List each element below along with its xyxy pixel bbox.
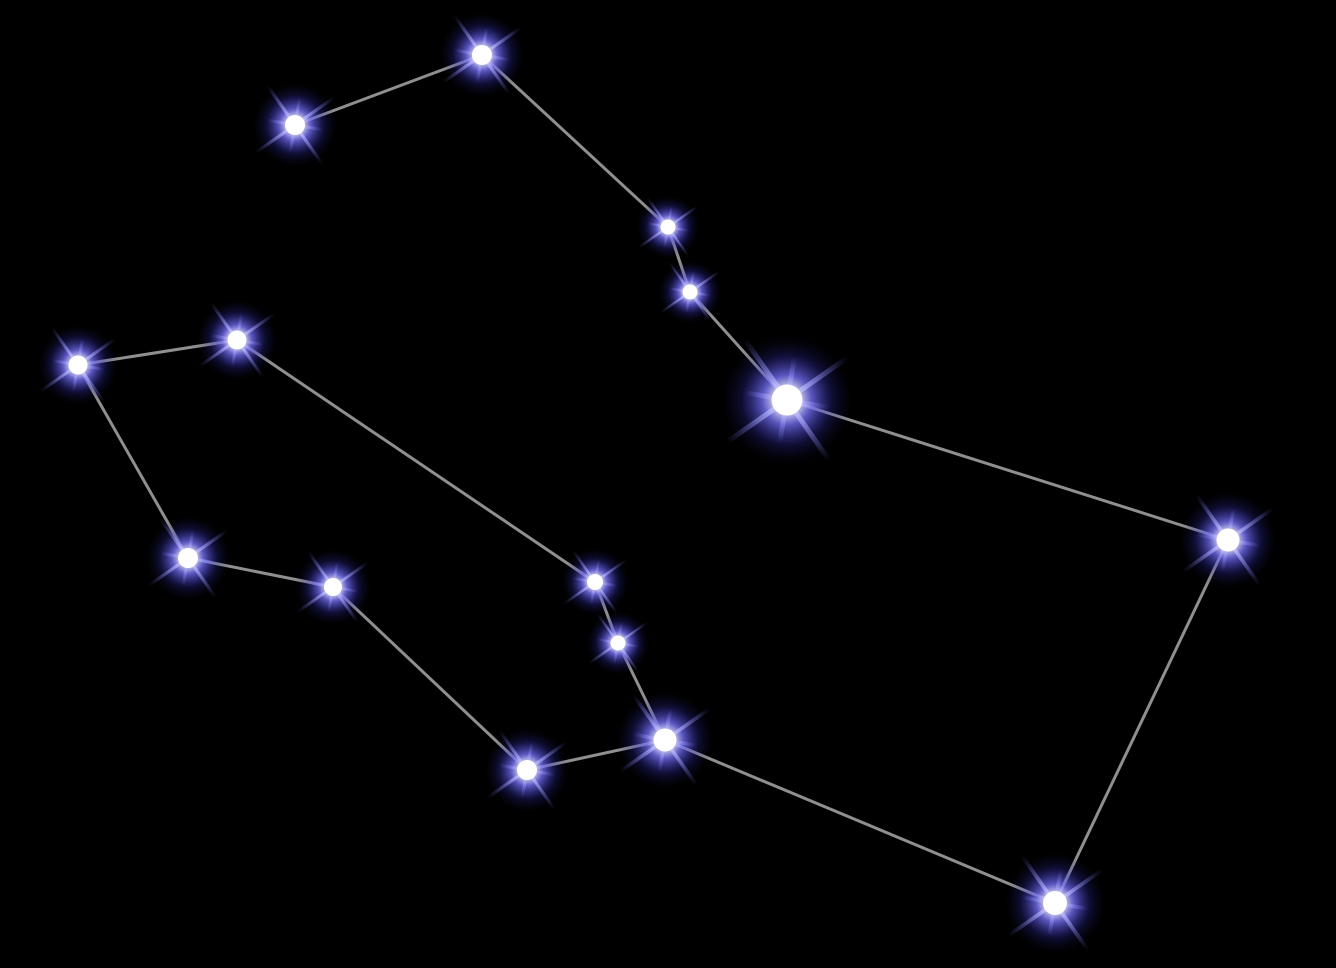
star	[295, 549, 371, 625]
star	[253, 83, 337, 167]
star-core	[772, 385, 803, 416]
star-core	[1217, 529, 1240, 552]
star	[587, 612, 650, 675]
star-core	[285, 115, 305, 135]
star	[38, 325, 118, 405]
star-core	[324, 578, 342, 596]
star-core	[472, 45, 492, 65]
star	[659, 261, 722, 324]
star-core	[654, 729, 677, 752]
star	[1005, 853, 1106, 954]
star	[1180, 492, 1277, 589]
star-core	[517, 760, 537, 780]
star-core	[178, 548, 198, 568]
star-core	[1043, 891, 1067, 915]
star	[637, 196, 700, 259]
star	[485, 728, 569, 812]
star-core	[661, 220, 676, 235]
star-core	[228, 331, 247, 350]
star-core	[611, 636, 626, 651]
star-core	[683, 285, 698, 300]
star	[617, 692, 714, 789]
star	[197, 300, 277, 380]
star	[722, 335, 852, 465]
star-core	[587, 574, 603, 590]
star-core	[69, 356, 88, 375]
star	[146, 516, 230, 600]
star	[561, 548, 628, 615]
star	[440, 13, 524, 97]
